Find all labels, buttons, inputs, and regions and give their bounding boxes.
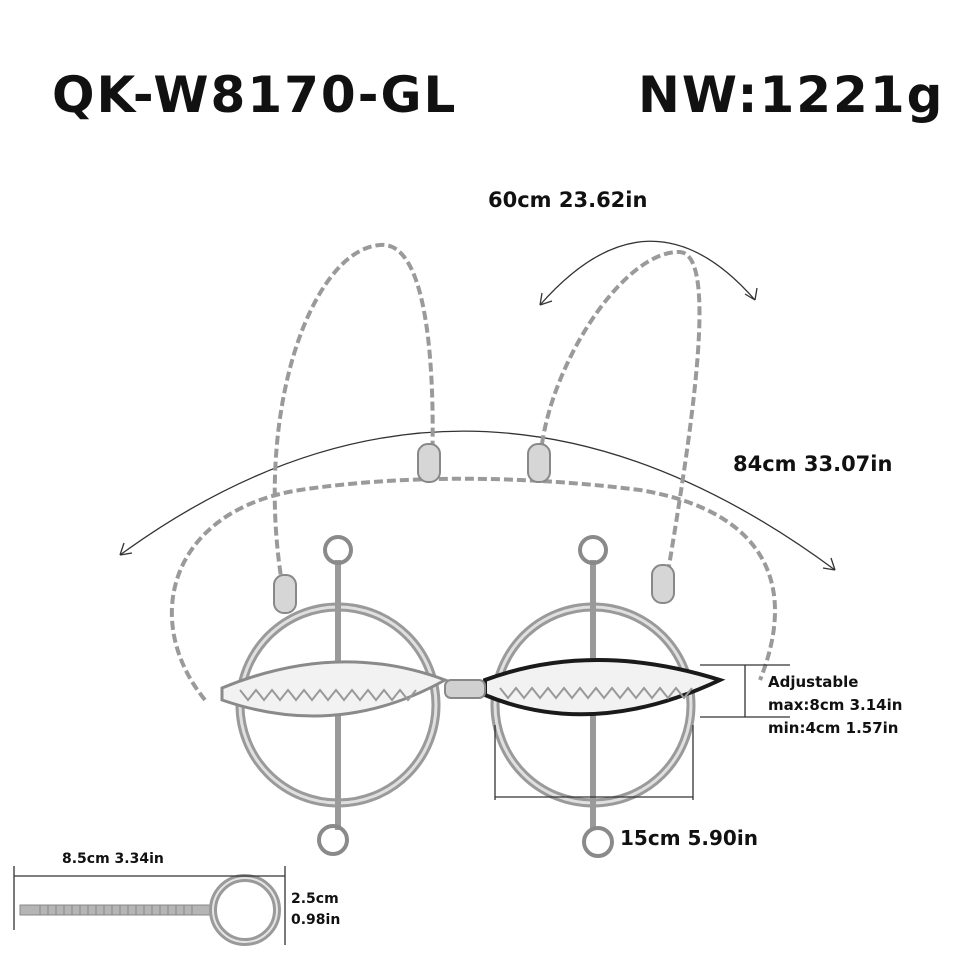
center-connector <box>444 679 486 699</box>
screw-part <box>19 874 281 946</box>
strap-clips <box>273 443 675 614</box>
adjustable-title: Adjustable <box>768 673 859 691</box>
strap-length-label: 60cm 23.62in <box>488 188 648 212</box>
adjustable-max: max:8cm 3.14in <box>768 696 903 714</box>
screw-length-label: 8.5cm 3.34in <box>62 851 164 867</box>
band-length-label: 84cm 33.07in <box>733 452 893 476</box>
cup-width-label: 15cm 5.90in <box>620 826 758 850</box>
left-cup <box>220 535 449 856</box>
adjustable-bracket <box>700 664 790 718</box>
strap-measure-arc <box>539 240 758 306</box>
band-measure-arc <box>119 430 836 571</box>
net-weight: NW:1221g <box>638 66 945 124</box>
screw-measure <box>13 866 286 945</box>
screw-ring-cm-label: 2.5cm <box>291 891 339 907</box>
left-strap-chain <box>272 242 435 601</box>
band-chain <box>169 476 777 702</box>
right-strap-chain <box>538 249 702 591</box>
cup-width-measure <box>494 725 694 800</box>
right-cup <box>483 535 726 858</box>
screw-ring-in-label: 0.98in <box>291 912 341 928</box>
adjustable-min: min:4cm 1.57in <box>768 719 899 737</box>
model-number: QK-W8170-GL <box>52 66 458 124</box>
